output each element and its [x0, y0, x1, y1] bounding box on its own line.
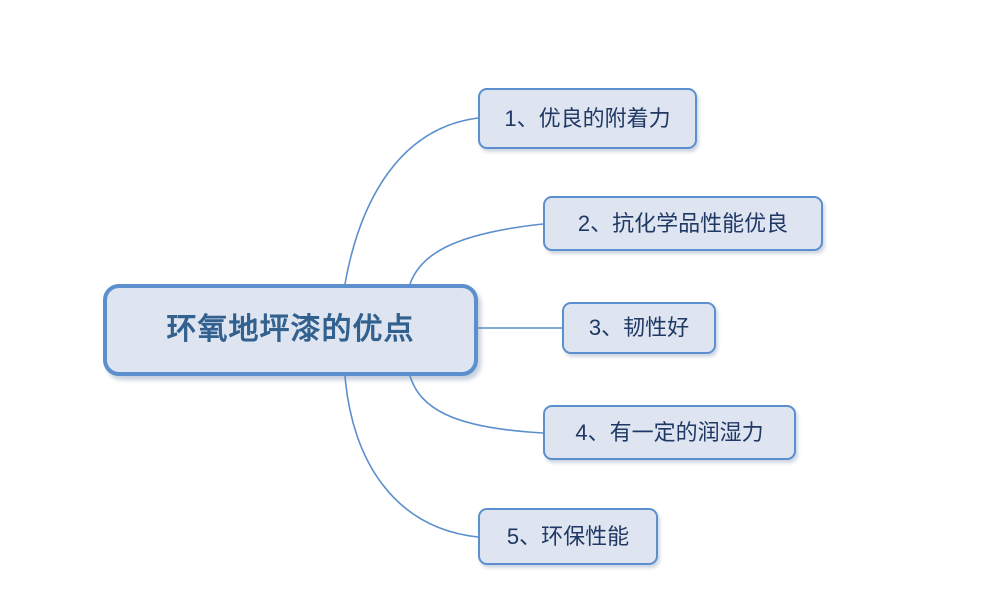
connector-to-branch-4 [409, 375, 544, 434]
branch-node-5[interactable]: 5、环保性能 [478, 508, 658, 565]
branch-node-2-label: 2、抗化学品性能优良 [577, 210, 789, 236]
connector-to-branch-1 [344, 117, 479, 285]
branch-node-1-label: 1、优良的附着力 [504, 105, 671, 131]
branch-node-4-label: 4、有一定的润湿力 [575, 419, 764, 445]
branch-node-3[interactable]: 3、韧性好 [562, 302, 716, 354]
branch-node-5-label: 5、环保性能 [506, 523, 630, 549]
connector-to-branch-2 [409, 223, 544, 285]
connector-to-branch-5 [344, 375, 479, 538]
central-node-label: 环氧地坪漆的优点 [166, 313, 415, 346]
branch-node-1[interactable]: 1、优良的附着力 [478, 88, 697, 149]
branch-node-4[interactable]: 4、有一定的润湿力 [543, 405, 796, 460]
branch-node-3-label: 3、韧性好 [588, 315, 690, 340]
central-node[interactable]: 环氧地坪漆的优点 [103, 284, 478, 376]
branch-node-2[interactable]: 2、抗化学品性能优良 [543, 196, 823, 251]
